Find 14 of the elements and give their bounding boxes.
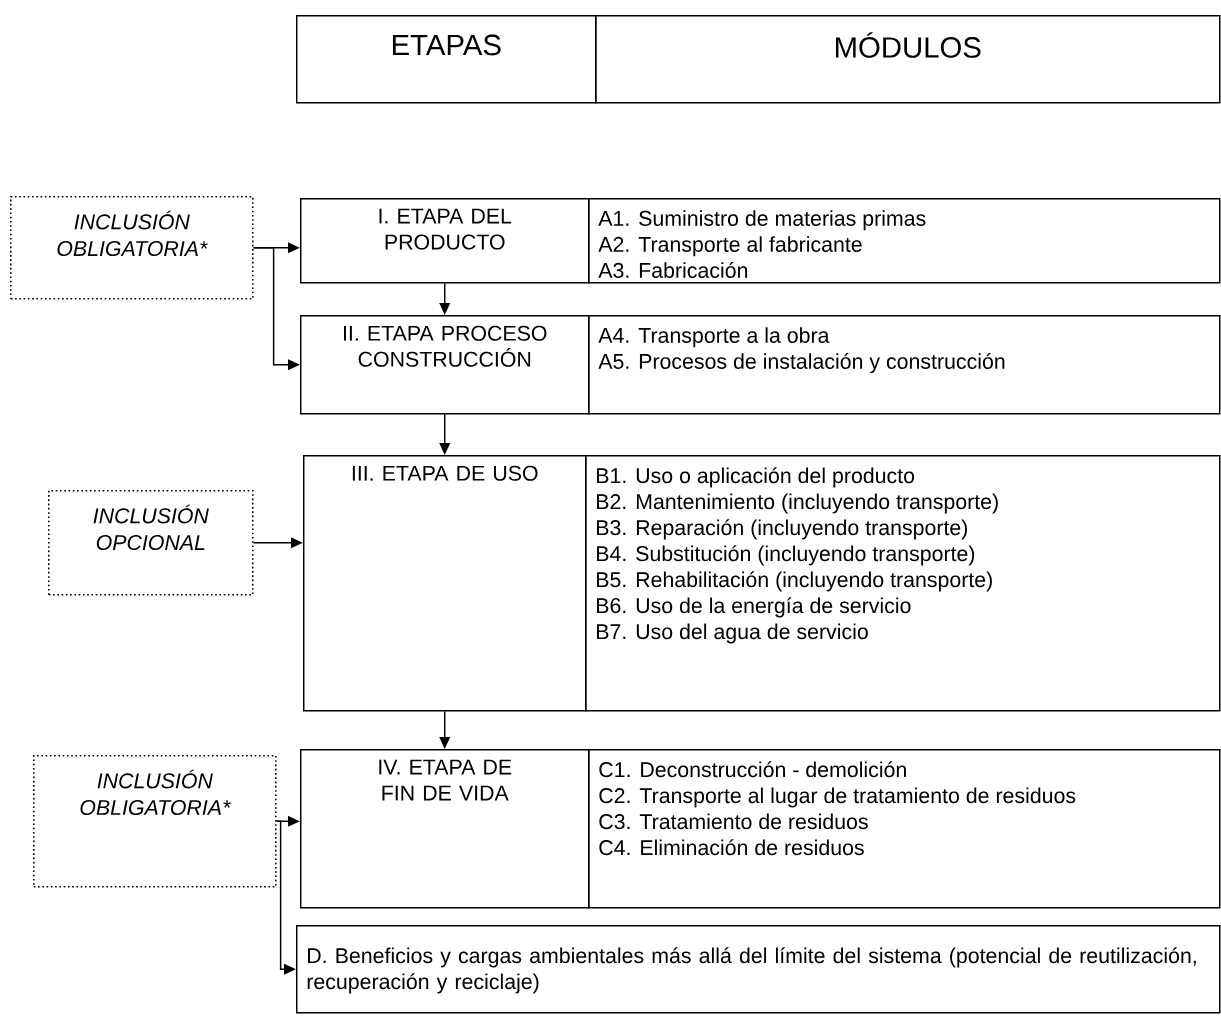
stage-box: III. ETAPA DE USO [303, 455, 587, 712]
inclusion-box: INCLUSIÓN OBLIGATORIA* [10, 196, 254, 300]
module-box: C1. Deconstrucción - demolición C2. Transporte al lugar de tratamiento de residuos C3. Tratamiento de residuos C4. Eliminación de residuos [588, 749, 1221, 909]
module-box: B1. Uso o aplicación del producto B2. Mantenimiento (incluyendo transporte) B3. Reparación (incluyendo transporte) B4. Substitución (incluyendo transporte) B5. Rehabilitación (incluyendo transporte) B6. Uso de la energía de servicio B7. Uso del agua de servicio [585, 455, 1221, 712]
header-cell: ETAPAS [296, 15, 597, 104]
inclusion-box: INCLUSIÓN OPCIONAL [48, 490, 254, 596]
inclusion-box: INCLUSIÓN OBLIGATORIA* [33, 755, 277, 888]
stage-box: IV. ETAPA DE FIN DE VIDA [300, 749, 590, 909]
module-box: A1. Suministro de materias primas A2. Transporte al fabricante A3. Fabricación [588, 198, 1221, 284]
stage-box: II. ETAPA PROCESO CONSTRUCCIÓN [300, 315, 590, 415]
module-box: A4. Transporte a la obra A5. Procesos de instalación y construcción [588, 315, 1221, 415]
benefit-box: D. Beneficios y cargas ambientales más allá del límite del sistema (potencial de reutilización, recuperación y reciclaje) [296, 925, 1221, 1014]
header-cell: MÓDULOS [595, 15, 1221, 104]
stage-box: I. ETAPA DEL PRODUCTO [300, 198, 590, 284]
